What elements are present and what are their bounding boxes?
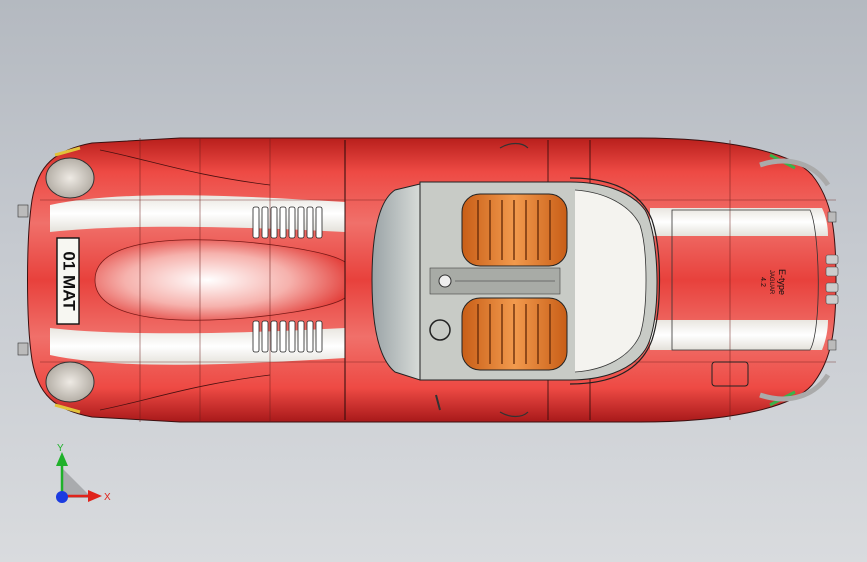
y-axis-label: Y [57, 443, 64, 454]
y-axis-arrow [56, 452, 68, 466]
rear-hatch [671, 209, 819, 351]
steering-wheel [429, 319, 451, 341]
hood-louvres-upper [252, 206, 323, 239]
z-axis-dot [56, 491, 68, 503]
windscreen [371, 183, 421, 381]
headlamp-right [45, 361, 95, 403]
hood-bulge [94, 239, 346, 321]
seat-left [461, 193, 568, 267]
stripe-upper-rear [650, 208, 828, 236]
rear-badge-line3: 4.2 [759, 277, 766, 287]
rear-badge-line2: JAGUAR [768, 270, 774, 295]
headlamp-left [45, 157, 95, 199]
stripe-lower-rear [650, 320, 828, 350]
x-axis-label: X [104, 492, 111, 503]
rear-deck [569, 177, 661, 385]
triad-plane-xy [62, 468, 92, 498]
seat-right [461, 297, 568, 371]
hood-louvres-lower [252, 320, 323, 353]
rear-badge-line1: E-type [777, 269, 787, 295]
coordinate-triad[interactable]: Y X [56, 443, 111, 503]
x-axis-arrow [88, 490, 102, 502]
license-plate-text: 01 MAT [60, 251, 79, 311]
license-plate: 01 MAT [56, 237, 80, 325]
car-model[interactable]: 01 MAT [17, 137, 839, 423]
rear-badge: E-type JAGUAR 4.2 [759, 269, 787, 295]
